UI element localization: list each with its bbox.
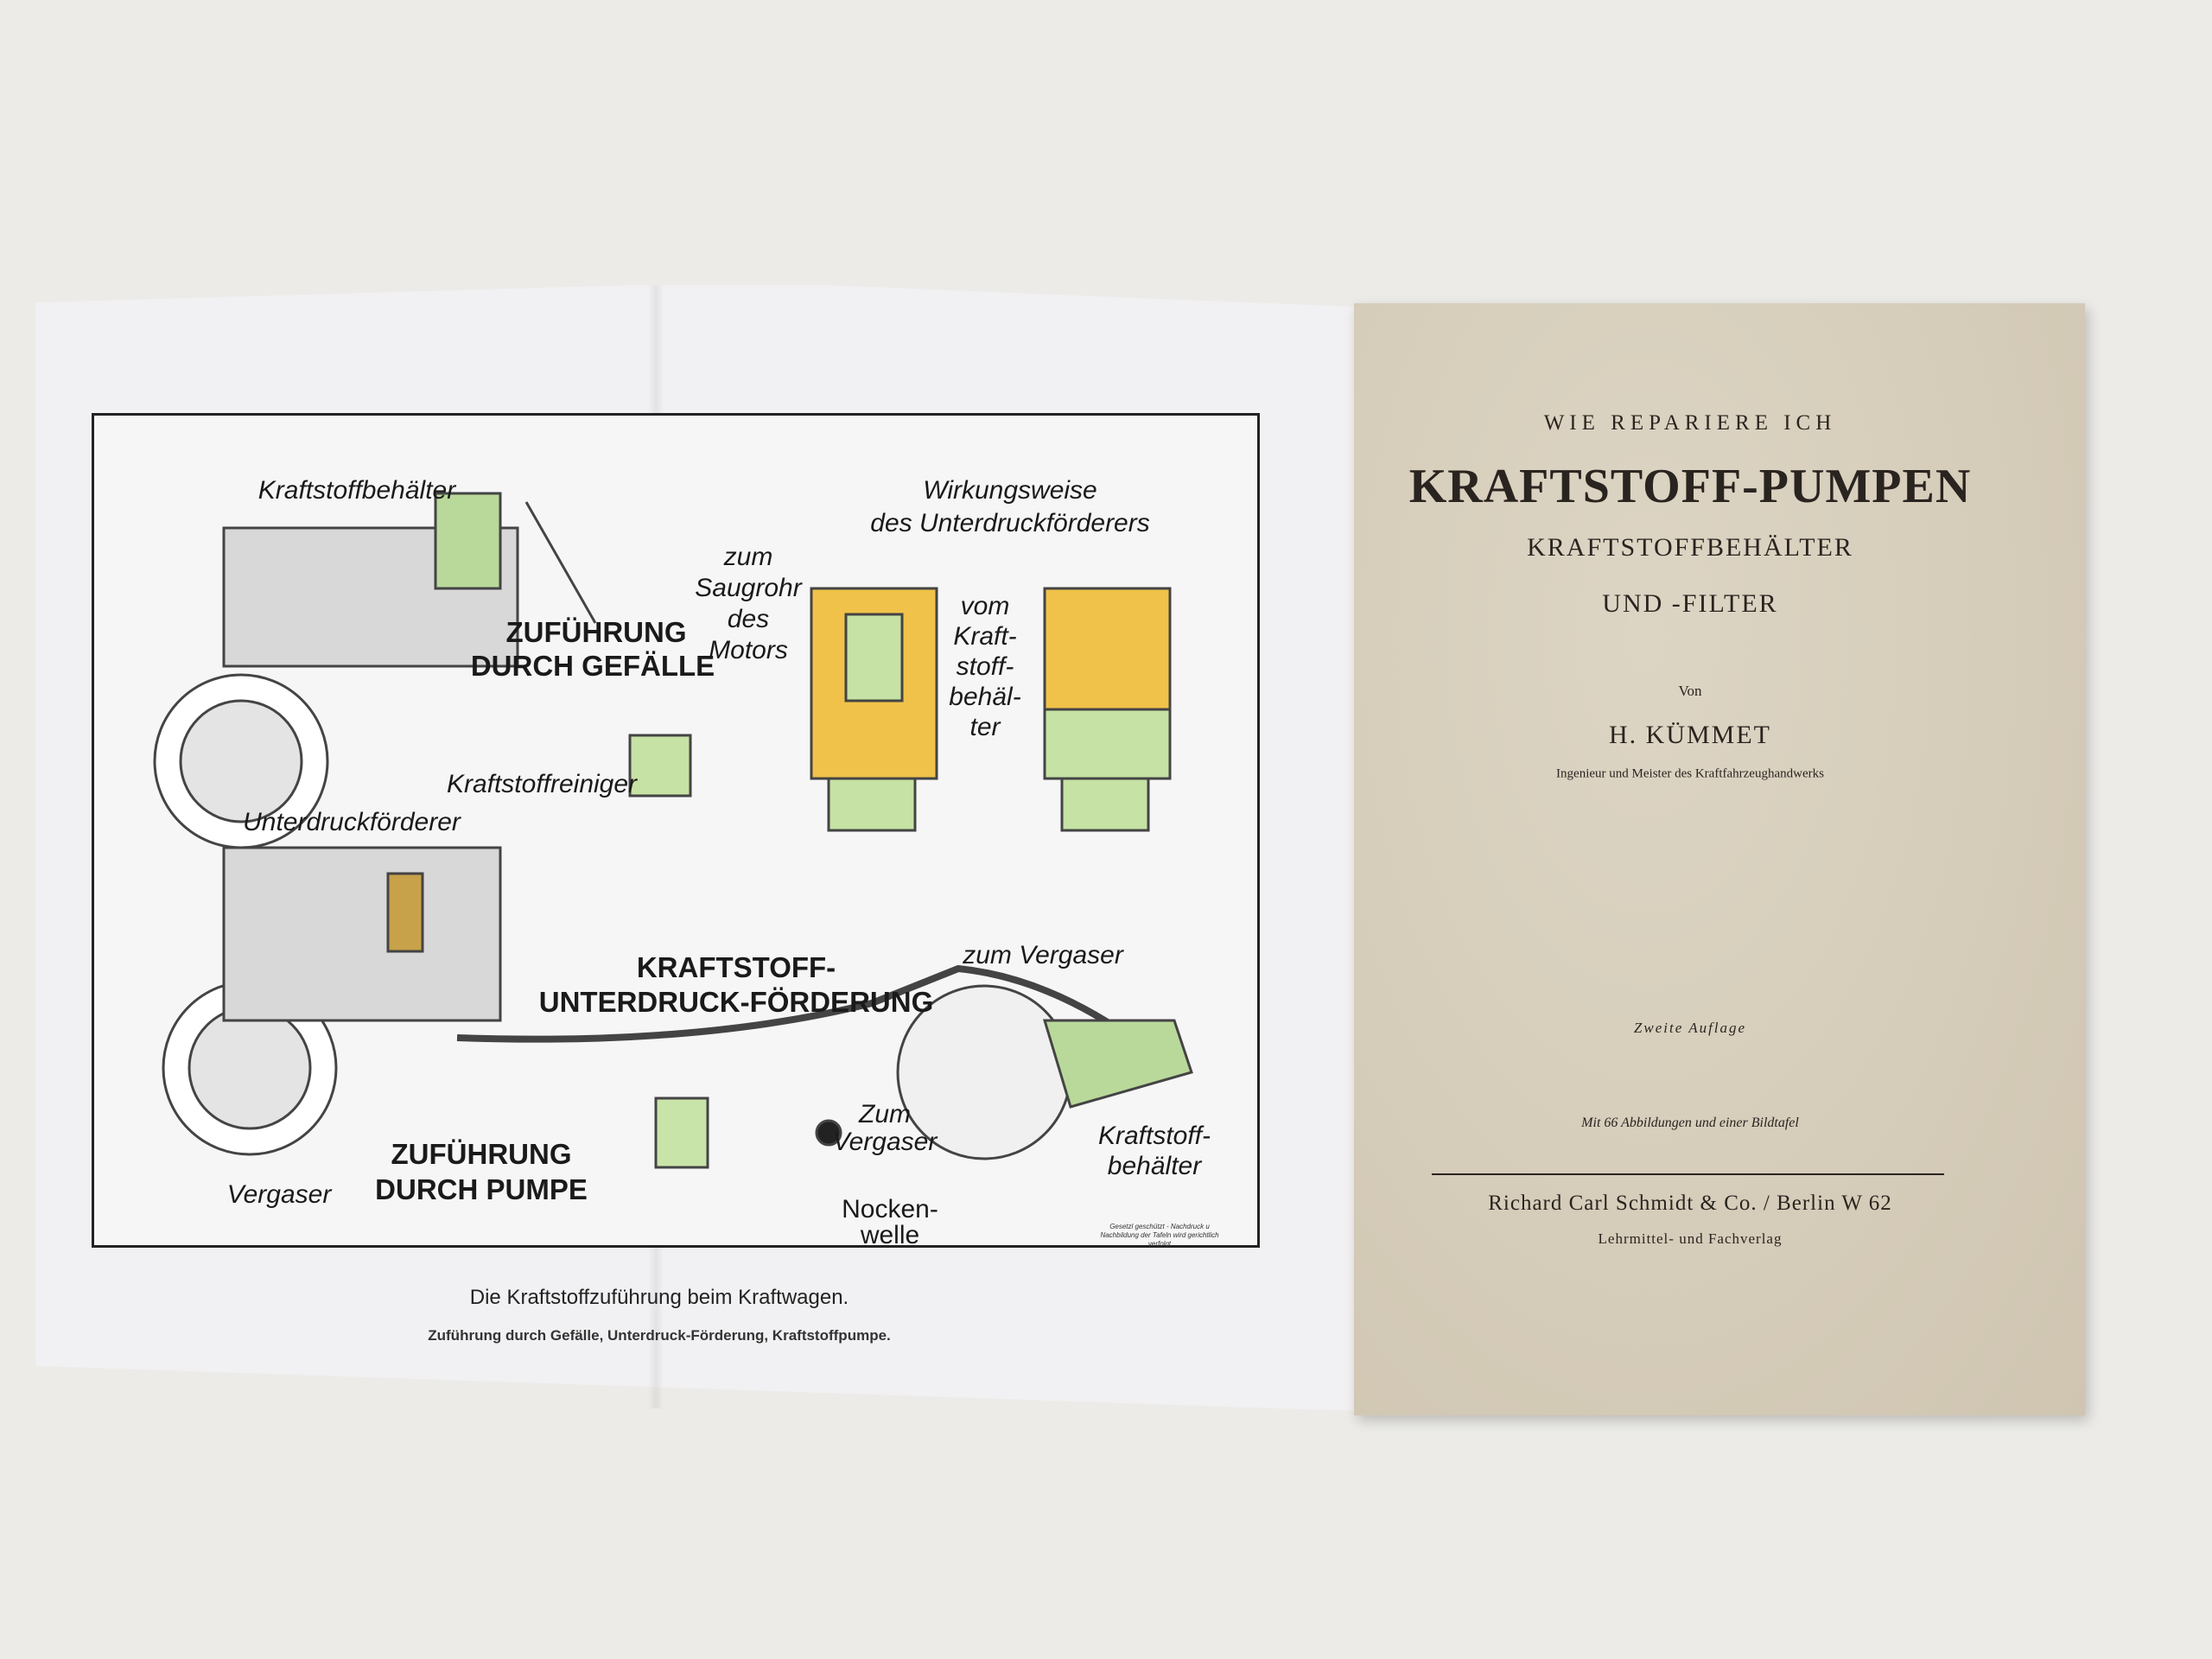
fuel-system-illustration (153, 492, 1193, 1169)
heading-gravity-feed: DURCH GEFÄLLE (470, 650, 715, 682)
publisher-description: Lehrmittel- und Fachverlag (1598, 1230, 1783, 1247)
label-to-carburetor-2: Vergaser (832, 1128, 938, 1156)
fuel-tank-icon (434, 492, 502, 590)
copyright-note: Gesetzl geschützt - Nachdruck u Nachbild… (1100, 1223, 1219, 1248)
label-operation: Wirkungsweise (923, 476, 1097, 505)
label-intake: Saugrohr (695, 574, 802, 602)
label-intake: Motors (709, 636, 788, 664)
title-page (1354, 303, 2085, 1415)
label-vacuum-feeder: Unterdruckförderer (243, 808, 461, 836)
book-subtitle: KRAFTSTOFFBEHÄLTER (1527, 533, 1853, 562)
label-intake: zum (723, 543, 773, 571)
label-to-carburetor-2: Zum (859, 1100, 911, 1128)
label-from-tank: stoff- (956, 652, 1014, 681)
label-camshaft: Nocken- (842, 1195, 938, 1224)
label-from-tank: ter (969, 713, 1001, 741)
author-name: H. KÜMMET (1609, 721, 1771, 749)
plate-caption: Die Kraftstoffzuführung beim Kraftwagen. (469, 1286, 849, 1309)
label-intake: des (727, 605, 770, 633)
divider (1432, 1173, 1944, 1175)
label-from-tank: vom (960, 592, 1010, 620)
book-title: KRAFTSTOFF-PUMPEN (1408, 460, 1972, 513)
label-carburetor: Vergaser (226, 1180, 332, 1209)
title-kicker: WIE REPARIERE ICH (1543, 411, 1837, 435)
label-operation: des Unterdruckförderers (870, 509, 1150, 537)
label-fuel-tank-rear: Kraftstoff- (1097, 1122, 1211, 1150)
label-to-carburetor: zum Vergaser (963, 941, 1123, 969)
book-subtitle: UND -FILTER (1602, 589, 1778, 618)
label-camshaft: welle (860, 1221, 920, 1249)
label-from-tank: Kraft- (953, 622, 1017, 651)
label-fuel-tank: Kraftstoffbehälter (257, 476, 456, 505)
heading-pump-feed: DURCH PUMPE (375, 1173, 588, 1205)
publisher: Richard Carl Schmidt & Co. / Berlin W 62 (1488, 1192, 1892, 1215)
by-label: Von (1678, 683, 1702, 699)
label-fuel-cleaner: Kraftstoffreiniger (446, 770, 638, 798)
author-description: Ingenieur und Meister des Kraftfahrzeugh… (1556, 766, 1824, 781)
label-from-tank: behäl- (949, 683, 1021, 711)
heading-vacuum-feed: UNTERDRUCK-FÖRDERUNG (538, 986, 934, 1018)
heading-vacuum-feed: KRAFTSTOFF- (636, 951, 836, 983)
heading-pump-feed: ZUFÜHRUNG (391, 1138, 572, 1170)
diagram-frame (92, 413, 1260, 1248)
edition: Zweite Auflage (1633, 1020, 1747, 1036)
illustrations-note: Mit 66 Abbildungen und einer Bildtafel (1581, 1116, 1799, 1130)
heading-gravity-feed: ZUFÜHRUNG (505, 616, 687, 648)
plate-subcaption: Zuführung durch Gefälle, Unterdruck-Förd… (428, 1327, 891, 1344)
label-fuel-tank-rear: behälter (1107, 1152, 1202, 1180)
